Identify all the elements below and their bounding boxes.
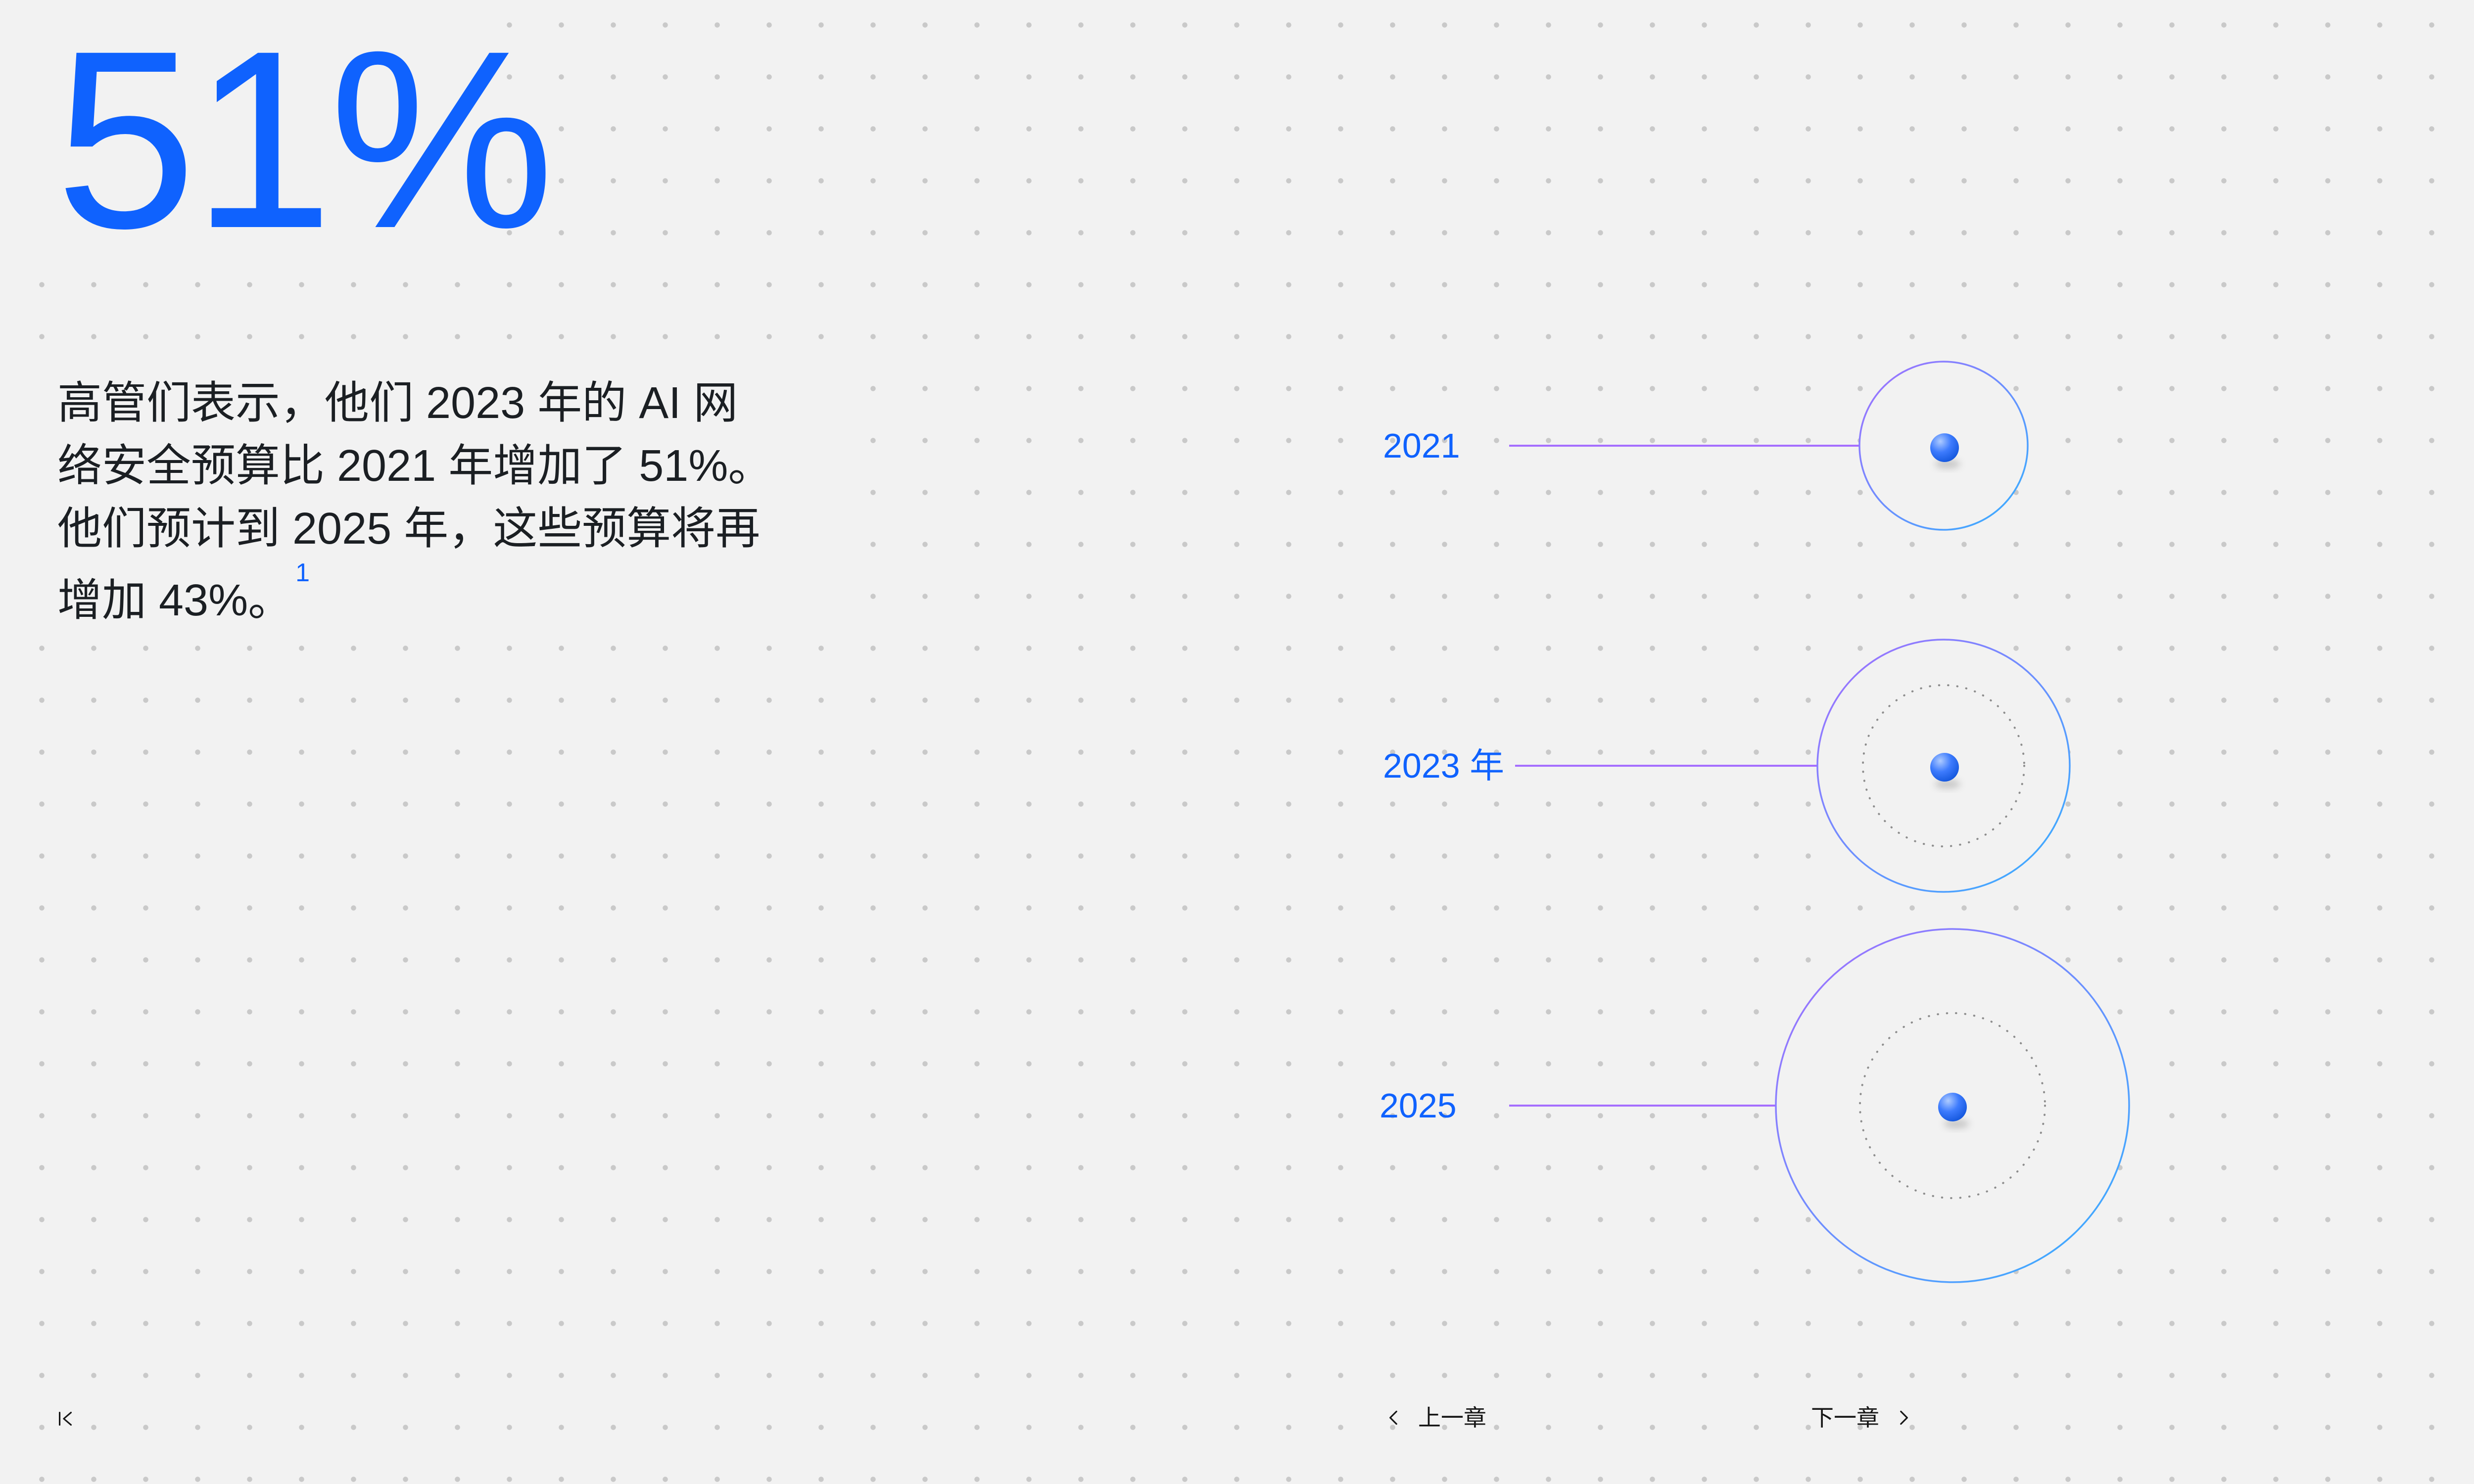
body-text-line: 增加 43%。1 bbox=[57, 558, 310, 625]
skip-to-start-button[interactable] bbox=[52, 1406, 78, 1432]
body-text-line: 他们预计到 2025 年，这些预算将再 bbox=[57, 504, 761, 554]
next-chapter-button[interactable]: 下一章 bbox=[1811, 1405, 1914, 1431]
bubble-label-2021: 2021 bbox=[1383, 426, 1460, 465]
previous-chapter-label: 上一章 bbox=[1418, 1405, 1486, 1431]
headline-stat: 51% bbox=[55, 0, 555, 281]
skip-to-start-icon bbox=[52, 1406, 78, 1432]
headline-background bbox=[0, 0, 485, 262]
dotted-reference-circle-2023 bbox=[1862, 684, 2025, 847]
chevron-right-icon bbox=[1893, 1407, 1914, 1428]
bubble-dot-2023 bbox=[1930, 753, 1959, 782]
body-text-line: 络安全预算比 2021 年增加了 51%。 bbox=[57, 441, 773, 491]
bubble-dot-2025 bbox=[1938, 1093, 1967, 1121]
bubble-dot-shadow-2025 bbox=[1944, 1119, 1969, 1128]
dotted-reference-circle-2025 bbox=[1859, 1012, 2046, 1199]
bubble-label-2025: 2025 bbox=[1380, 1086, 1457, 1125]
bubble-dot-shadow-2023 bbox=[1935, 780, 1960, 788]
next-chapter-label: 下一章 bbox=[1811, 1405, 1879, 1431]
body-text-line: 高管们表示，他们 2023 年的 AI 网 bbox=[57, 378, 738, 428]
body-text-background bbox=[0, 354, 856, 636]
bubble-dot-shadow-2021 bbox=[1935, 460, 1960, 468]
previous-chapter-button[interactable]: 上一章 bbox=[1383, 1405, 1486, 1431]
footnote-marker: 1 bbox=[295, 558, 310, 587]
chevron-left-icon bbox=[1383, 1407, 1404, 1428]
bubble-label-2023: 2023 年 bbox=[1383, 746, 1505, 785]
bubble-dot-2021 bbox=[1930, 433, 1959, 462]
body-text: 高管们表示，他们 2023 年的 AI 网 络安全预算比 2021 年增加了 5… bbox=[57, 372, 772, 632]
